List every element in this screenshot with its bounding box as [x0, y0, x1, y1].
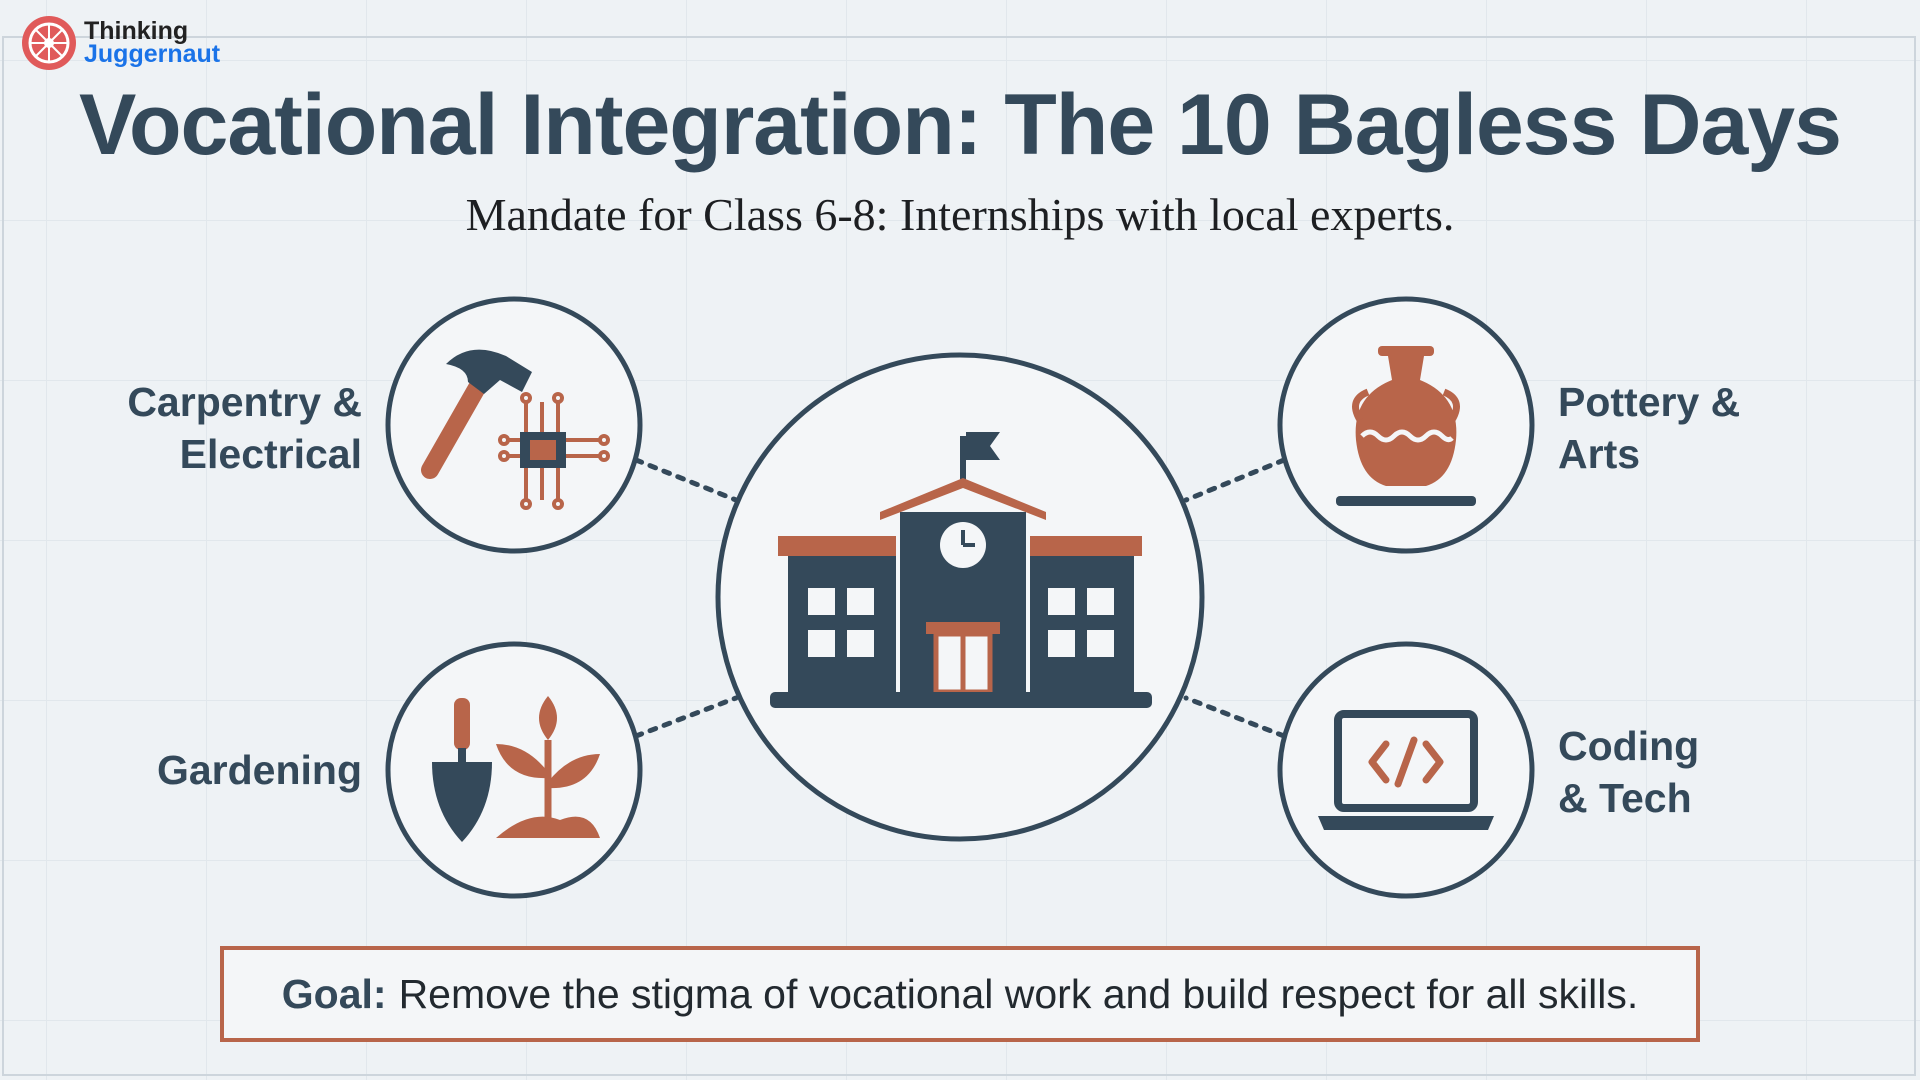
page-subtitle: Mandate for Class 6-8: Internships with …	[465, 189, 1455, 240]
hammer-chip-icon	[421, 349, 610, 510]
label-carpentry-line1: Carpentry &	[127, 379, 362, 425]
label-pottery-line1: Pottery &	[1558, 379, 1741, 425]
node-pottery-arts	[1277, 296, 1535, 554]
brand-name-line1: Thinking	[84, 17, 189, 45]
node-gardening	[385, 641, 643, 899]
node-coding-tech	[1277, 641, 1535, 899]
node-carpentry-electrical	[385, 296, 643, 554]
brand-wheel-icon	[22, 16, 76, 70]
laptop-code-icon	[1318, 710, 1494, 830]
label-gardening-line1: Gardening	[156, 747, 362, 793]
label-carpentry-electrical: Carpentry & Electrical	[100, 376, 362, 480]
label-coding-tech: Coding & Tech	[1558, 720, 1858, 824]
page-title: Vocational Integration: The 10 Bagless D…	[79, 77, 1842, 173]
brand-name-line2: Juggernaut	[84, 40, 221, 68]
school-building-icon	[770, 432, 1152, 708]
label-pottery-arts: Pottery & Arts	[1558, 376, 1858, 480]
center-hub	[715, 352, 1205, 842]
connector-pottery	[1183, 457, 1287, 503]
connector-gardening	[633, 695, 739, 739]
label-pottery-line2: Arts	[1558, 431, 1641, 477]
trowel-plant-icon	[432, 696, 600, 842]
goal-key: Goal:	[281, 970, 387, 1017]
label-coding-line2: & Tech	[1558, 775, 1692, 821]
goal-callout: Goal: Remove the stigma of vocational wo…	[220, 946, 1700, 1042]
connector-carpentry	[633, 457, 739, 503]
label-carpentry-line2: Electrical	[179, 431, 362, 477]
slide-frame	[2, 36, 1916, 1076]
label-coding-line1: Coding	[1558, 723, 1700, 769]
brand-logo: Thinking Juggernaut	[22, 16, 220, 70]
label-gardening: Gardening	[100, 744, 362, 796]
connector-coding	[1183, 695, 1287, 739]
goal-text: Remove the stigma of vocational work and…	[398, 970, 1639, 1017]
pottery-vase-icon	[1336, 346, 1476, 506]
